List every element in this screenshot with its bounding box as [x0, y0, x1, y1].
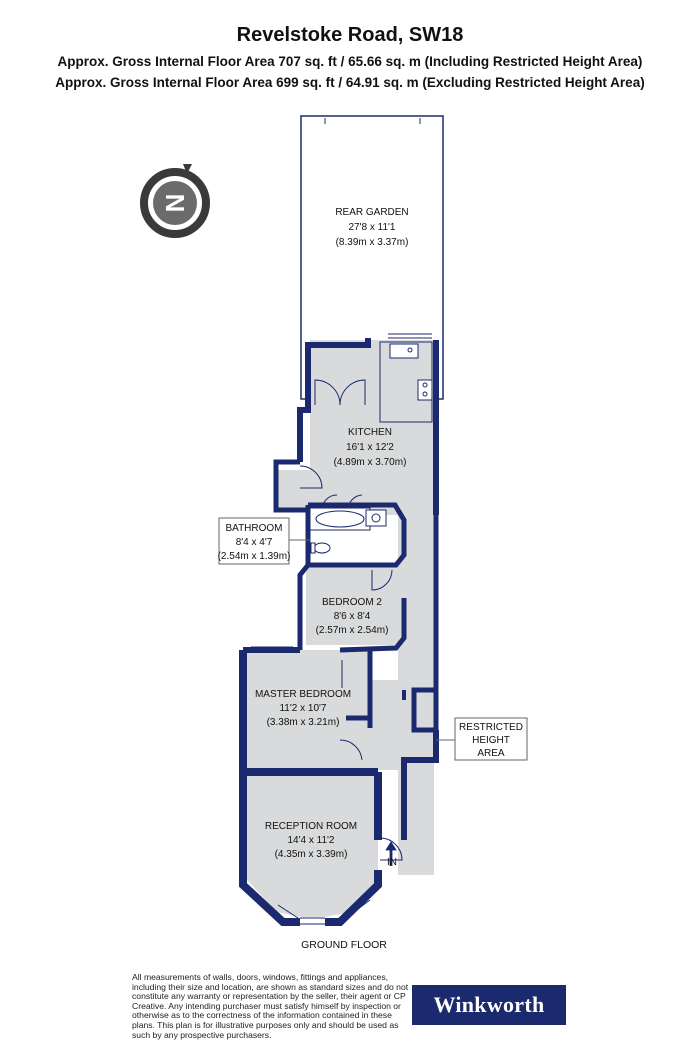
page-title: Revelstoke Road, SW18	[236, 24, 464, 46]
bathroom-callout	[218, 517, 290, 565]
restricted-line1: RESTRICTED	[459, 722, 523, 733]
winkworth-logo: Winkworth	[412, 985, 566, 1025]
area-including-restricted: Approx. Gross Internal Floor Area 707 sq…	[57, 54, 643, 69]
windows	[251, 333, 432, 925]
reception-imperial: 14'4 x 11'2	[287, 835, 334, 846]
master-metric: (3.38m x 3.21m)	[267, 717, 340, 728]
restricted-line2: HEIGHT	[472, 735, 510, 746]
disclaimer-text: All measurements of walls, doors, window…	[132, 972, 409, 1040]
bedroom2-name: BEDROOM 2	[322, 597, 382, 608]
compass-icon: N	[140, 164, 210, 238]
entrance-arrow-icon	[385, 841, 397, 866]
bay-window	[277, 899, 371, 919]
bedroom2-metric: (2.57m x 2.54m)	[316, 625, 389, 636]
master-imperial: 11'2 x 10'7	[279, 703, 326, 714]
bathroom-name: BATHROOM	[225, 523, 282, 534]
kitchen-imperial: 16'1 x 12'2	[346, 442, 394, 453]
compass-letter: N	[160, 194, 190, 213]
reception-metric: (4.35m x 3.39m)	[275, 849, 348, 860]
kitchen-fittings	[379, 341, 433, 423]
kitchen-name: KITCHEN	[348, 427, 392, 438]
garden-imperial: 27'8 x 11'1	[348, 222, 395, 233]
area-excluding-restricted: Approx. Gross Internal Floor Area 699 sq…	[55, 75, 645, 90]
bedroom2-imperial: 8'6 x 8'4	[334, 611, 371, 622]
garden-name: REAR GARDEN	[335, 207, 408, 218]
floor-label: GROUND FLOOR	[301, 939, 387, 951]
walls	[239, 338, 439, 926]
entrance-label: IN	[387, 857, 397, 868]
kitchen-metric: (4.89m x 3.70m)	[334, 457, 407, 468]
bathroom-fittings	[309, 507, 387, 554]
reception-name: RECEPTION ROOM	[265, 821, 357, 832]
floor-fill	[247, 340, 434, 917]
restricted-callout	[454, 717, 528, 761]
bathroom-metric: (2.54m x 1.39m)	[218, 551, 291, 562]
restricted-line3: AREA	[477, 748, 505, 759]
bathroom-imperial: 8'4 x 4'7	[236, 537, 273, 548]
master-name: MASTER BEDROOM	[255, 689, 351, 700]
garden-metric: (8.39m x 3.37m)	[336, 237, 409, 248]
